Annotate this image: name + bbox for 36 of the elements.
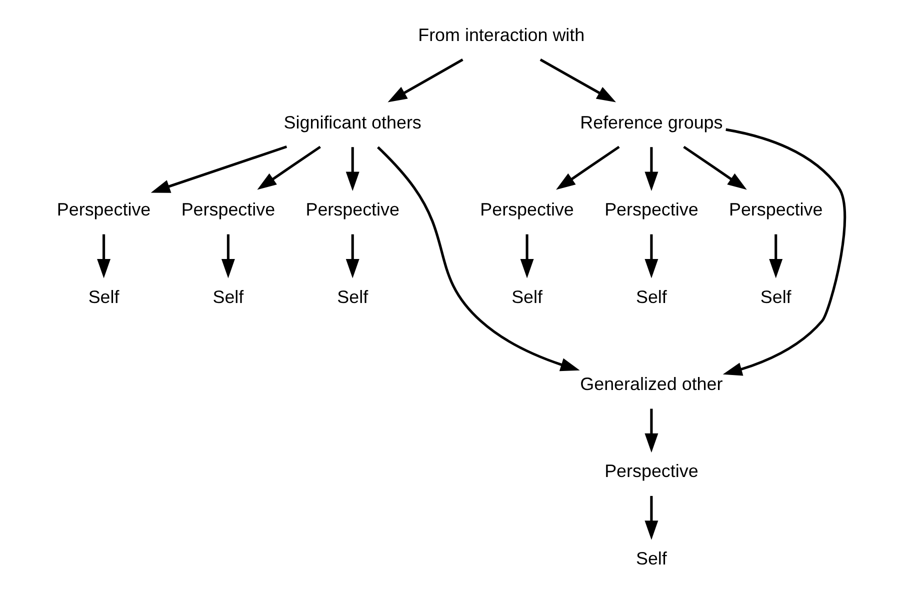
node-text: Perspective xyxy=(604,200,698,220)
arrow xyxy=(150,145,287,193)
arrow xyxy=(556,146,620,190)
arrow xyxy=(345,234,359,278)
arrow xyxy=(768,234,782,278)
node-text: Perspective xyxy=(728,200,822,220)
node-text: Self xyxy=(635,286,666,307)
node-text: Self xyxy=(760,286,791,307)
arrow xyxy=(256,146,320,190)
node-text: Self xyxy=(511,286,542,307)
node-text: Self xyxy=(212,286,244,307)
arrow xyxy=(345,147,359,191)
node-text: Perspective xyxy=(604,461,698,482)
arrow xyxy=(644,408,658,453)
arrow xyxy=(520,234,534,278)
node-text: Perspective xyxy=(180,200,275,220)
arrow xyxy=(682,146,746,190)
arrow xyxy=(376,146,580,372)
arrow xyxy=(539,58,616,102)
node-text: Self xyxy=(336,286,368,307)
node-text: Significant others xyxy=(283,112,421,132)
arrow xyxy=(644,147,658,191)
arrow xyxy=(387,58,463,102)
node-text: Reference groups xyxy=(580,112,722,132)
arrow xyxy=(220,234,234,278)
node-text: Perspective xyxy=(480,200,574,220)
arrow xyxy=(722,128,846,376)
arrow xyxy=(644,234,658,278)
node-text: Self xyxy=(635,548,666,568)
arrow xyxy=(96,234,110,278)
node-text: Generalized other xyxy=(580,374,722,394)
node-text: Self xyxy=(88,286,119,307)
node-text: Perspective xyxy=(305,200,399,220)
node-text: Perspective xyxy=(56,200,150,220)
node-text: From interaction with xyxy=(418,25,584,46)
arrow xyxy=(644,496,658,540)
